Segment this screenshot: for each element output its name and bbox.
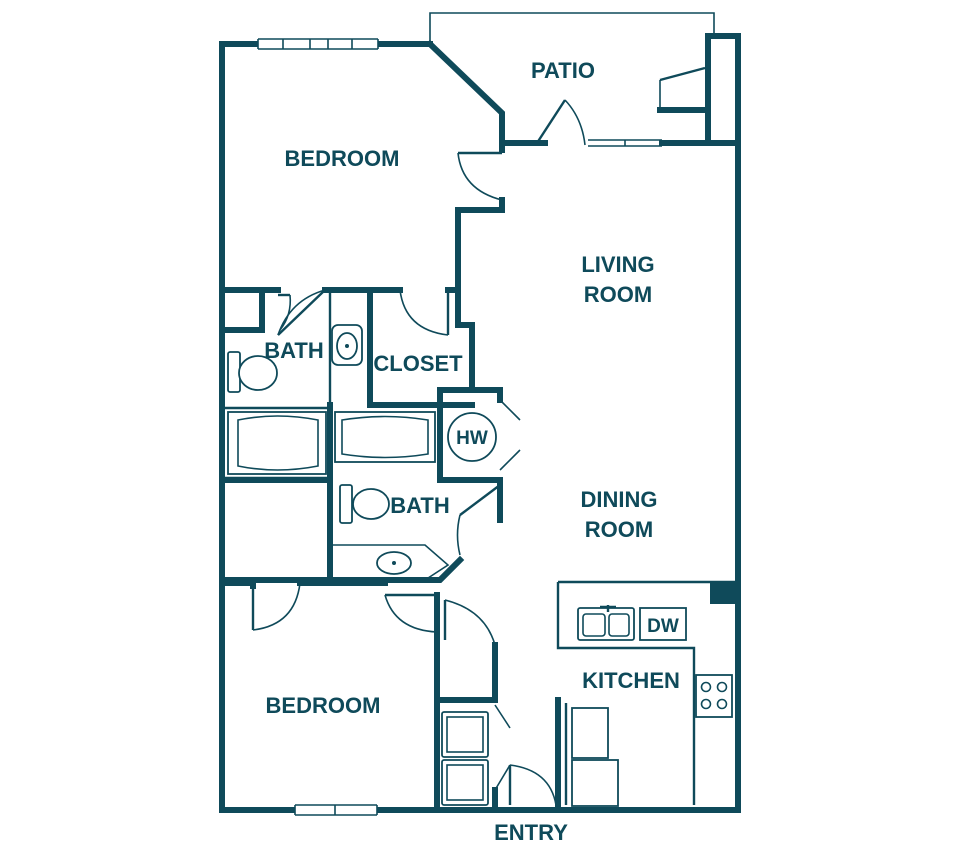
living-room-label-line1: LIVING xyxy=(581,252,654,277)
bath-top-label: BATH xyxy=(264,338,323,363)
patio-closet-door xyxy=(659,66,706,110)
patio-slider xyxy=(588,139,662,147)
fixtures: HW DW xyxy=(227,324,733,807)
entry-label: ENTRY xyxy=(494,820,568,845)
sink-top xyxy=(331,324,363,366)
bedroom-bottom-label: BEDROOM xyxy=(266,693,381,718)
toilet-mid xyxy=(339,484,390,524)
dishwasher: DW xyxy=(639,607,687,641)
living-room-label-line2: ROOM xyxy=(584,282,652,307)
patio-outline xyxy=(429,12,715,42)
interior-walls xyxy=(219,140,738,813)
stove xyxy=(695,674,733,718)
bedroom-top-label: BEDROOM xyxy=(285,146,400,171)
bath-mid-label: BATH xyxy=(390,493,449,518)
closet-label: CLOSET xyxy=(373,351,463,376)
water-heater-label: HW xyxy=(456,428,488,449)
sink-mid xyxy=(333,544,450,581)
refrigerator xyxy=(571,707,619,807)
room-labels: PATIO BEDROOM LIVING ROOM BATH CLOSET BA… xyxy=(264,58,680,845)
windows-top xyxy=(257,38,379,50)
toilet-top xyxy=(227,351,278,393)
dining-room-label-line2: ROOM xyxy=(585,517,653,542)
windows-bottom xyxy=(294,804,378,816)
patio-door xyxy=(535,99,586,146)
kitchen-label: KITCHEN xyxy=(582,668,680,693)
dishwasher-label: DW xyxy=(647,616,679,637)
bathtub-left xyxy=(227,411,327,475)
dining-room-label-line1: DINING xyxy=(581,487,658,512)
bathtub-right xyxy=(334,411,436,463)
exterior-walls xyxy=(219,33,741,813)
washer-dryer xyxy=(441,711,489,806)
water-heater: HW xyxy=(447,412,497,462)
doors xyxy=(251,151,557,806)
patio-label: PATIO xyxy=(531,58,595,83)
kitchen-sink xyxy=(577,605,635,641)
